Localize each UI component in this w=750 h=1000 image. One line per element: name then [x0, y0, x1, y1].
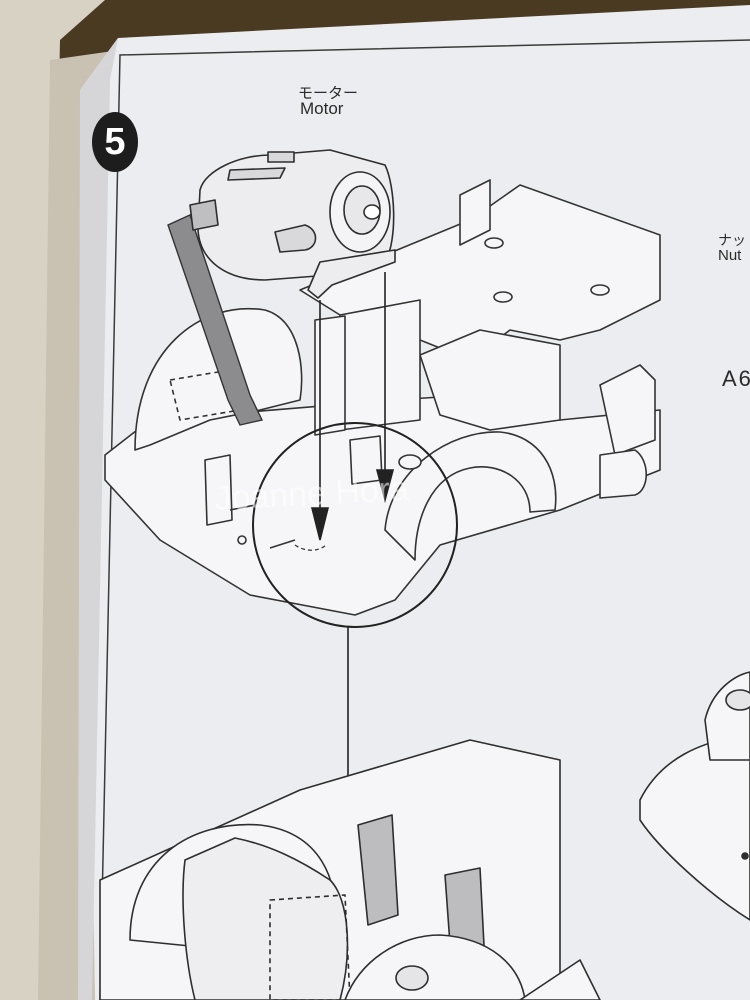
nut-label-en: Nut — [718, 247, 742, 264]
chassis-drawing — [104, 179, 661, 616]
motor-drawing — [189, 149, 396, 299]
motor-label-en: Motor — [300, 99, 344, 118]
motor-position-dash — [294, 544, 327, 551]
instruction-border — [99, 39, 750, 1000]
lower-detail-drawing — [99, 739, 601, 1000]
part-code-label: A6 — [722, 366, 750, 391]
insertion-arrows — [310, 272, 395, 541]
previous-page-stack — [0, 0, 105, 1000]
page-shadow — [78, 38, 118, 1000]
motor-label-jp: モーター — [298, 85, 359, 102]
step-number-badge: 5 — [92, 112, 138, 172]
belt-band — [167, 214, 264, 426]
nut-label-jp: ナット — [718, 232, 750, 248]
detail-circle — [252, 422, 458, 628]
